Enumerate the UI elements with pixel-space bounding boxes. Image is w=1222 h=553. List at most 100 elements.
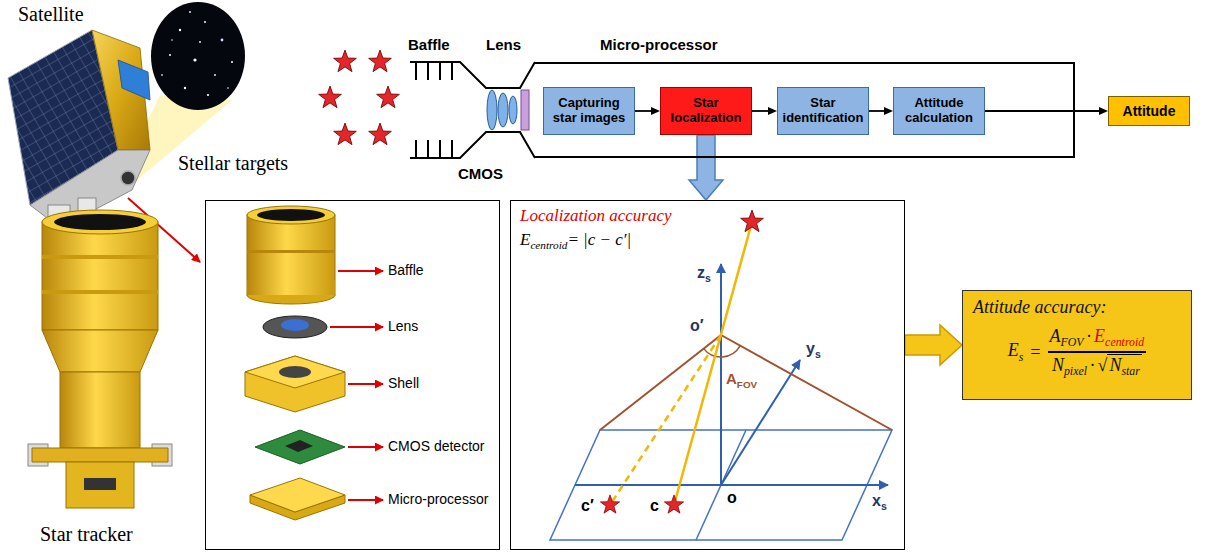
box-heading: Micro-processor bbox=[600, 36, 718, 53]
projection-geometry bbox=[741, 210, 764, 232]
optics-outline bbox=[410, 62, 535, 158]
star-field bbox=[199, 41, 201, 43]
formula-term: FOV bbox=[1061, 335, 1084, 349]
exploded-view-panel: BaffleLensShellCMOS detectorMicro-proces… bbox=[205, 200, 500, 550]
exploded-view bbox=[348, 446, 383, 448]
star-field bbox=[231, 61, 233, 63]
satellite-illustration bbox=[92, 30, 150, 150]
exploded-view bbox=[348, 499, 383, 501]
star-field bbox=[179, 29, 181, 31]
projection-geometry bbox=[550, 210, 892, 540]
figure-label: Star tracker bbox=[40, 523, 133, 546]
star-tracker-illustration bbox=[42, 290, 158, 294]
equation: centroid bbox=[530, 239, 567, 251]
star-tracker-illustration bbox=[32, 448, 168, 462]
output-box: Attitude bbox=[1108, 96, 1190, 126]
star-tracker-illustration bbox=[84, 478, 116, 490]
point-label: o′ bbox=[690, 317, 704, 334]
fraction-bar bbox=[1048, 351, 1147, 353]
text-run: CMOS detector bbox=[388, 438, 484, 454]
exploded-view bbox=[338, 270, 383, 272]
text-run: Shell bbox=[388, 375, 419, 391]
star-tracker-illustration bbox=[28, 210, 172, 508]
formula-row: Es= AFOV·EcentroidNpixel·√Nstar bbox=[973, 325, 1181, 379]
figure-label: Stellar targets bbox=[178, 152, 288, 175]
lens-symbol bbox=[487, 90, 497, 130]
part-label: Lens bbox=[486, 36, 521, 53]
projection-geometry bbox=[704, 346, 741, 357]
radicand: Nstar bbox=[1107, 354, 1142, 375]
lens-symbol bbox=[509, 96, 517, 124]
denominator: Npixel·√Nstar bbox=[1050, 354, 1144, 379]
text-run: zs bbox=[697, 264, 711, 284]
exploded-view bbox=[263, 316, 327, 338]
box-label: Capturing star images bbox=[548, 96, 630, 126]
stellar-targets bbox=[319, 86, 342, 108]
text-run: c′ bbox=[581, 497, 594, 515]
arrowhead bbox=[651, 107, 660, 115]
star-field bbox=[171, 39, 173, 41]
connector bbox=[635, 107, 660, 115]
exploded-view bbox=[245, 206, 383, 520]
angle-label: A bbox=[726, 370, 737, 387]
projection-geometry bbox=[664, 495, 683, 513]
star-field bbox=[193, 58, 196, 61]
block-arrow bbox=[689, 135, 723, 200]
formula-term: · bbox=[1087, 326, 1092, 346]
process-box: Star localization bbox=[660, 87, 752, 135]
connector bbox=[985, 107, 1108, 115]
connector-line bbox=[752, 110, 768, 112]
equation: = |c − c′| bbox=[567, 230, 631, 249]
formula-term: N bbox=[1052, 355, 1064, 375]
formula-term: E bbox=[1008, 340, 1019, 360]
point-label: c bbox=[650, 497, 659, 514]
box-heading: Attitude accuracy: bbox=[973, 297, 1181, 319]
projection-geometry bbox=[674, 222, 752, 505]
box-label: Star localization bbox=[665, 96, 747, 126]
connector bbox=[869, 107, 893, 115]
part-label: CMOS detector bbox=[388, 438, 484, 454]
formula-term: pixel bbox=[1064, 364, 1087, 378]
text-run: o′ bbox=[690, 317, 704, 335]
star-field bbox=[184, 87, 186, 89]
angle-label: FOV bbox=[737, 379, 757, 390]
text-run: Localization accuracy bbox=[520, 206, 672, 226]
connector-line bbox=[635, 110, 651, 112]
exploded-view bbox=[348, 383, 383, 385]
lens-symbol bbox=[521, 90, 529, 130]
stellar-targets bbox=[319, 50, 400, 145]
projection-geometry bbox=[600, 495, 619, 513]
text-run: o bbox=[727, 489, 737, 507]
figure-label: Satellite bbox=[18, 3, 84, 26]
processor-outline: Micro-processorCapturing star imagesStar… bbox=[535, 62, 1075, 158]
process-box: Capturing star images bbox=[543, 87, 635, 135]
connector bbox=[905, 325, 962, 365]
exploded-view bbox=[245, 356, 345, 388]
optics-outline bbox=[410, 132, 535, 158]
star-field bbox=[169, 54, 171, 56]
star-tracker-illustration bbox=[42, 330, 158, 372]
exploded-view bbox=[255, 430, 345, 464]
arrowhead bbox=[1099, 107, 1108, 115]
exploded-view bbox=[281, 319, 309, 331]
star-field bbox=[207, 94, 209, 96]
point-label: c′ bbox=[581, 497, 594, 514]
formula-term: = bbox=[1029, 341, 1041, 364]
arrowhead bbox=[884, 107, 893, 115]
fraction: AFOV·EcentroidNpixel·√Nstar bbox=[1048, 325, 1147, 379]
text-run: c bbox=[650, 497, 659, 515]
optics-outline bbox=[410, 62, 535, 88]
stellar-targets bbox=[334, 50, 357, 72]
box-label: Attitude bbox=[1123, 103, 1176, 119]
projection-geometry bbox=[720, 264, 722, 485]
formula-term: · bbox=[1090, 355, 1095, 375]
geometry-panel: Localization accuracyEcentroid= |c − c′|… bbox=[510, 200, 905, 550]
projection-geometry bbox=[610, 335, 721, 505]
formula-lhs: Es bbox=[1008, 339, 1024, 364]
formula-term: centroid bbox=[1105, 335, 1144, 349]
numerator: AFOV·Ecentroid bbox=[1048, 325, 1147, 350]
optics-outline bbox=[416, 62, 452, 80]
text-run: Micro-processor bbox=[388, 491, 488, 507]
formula-box: Attitude accuracy: Es= AFOV·EcentroidNpixe… bbox=[962, 290, 1192, 400]
